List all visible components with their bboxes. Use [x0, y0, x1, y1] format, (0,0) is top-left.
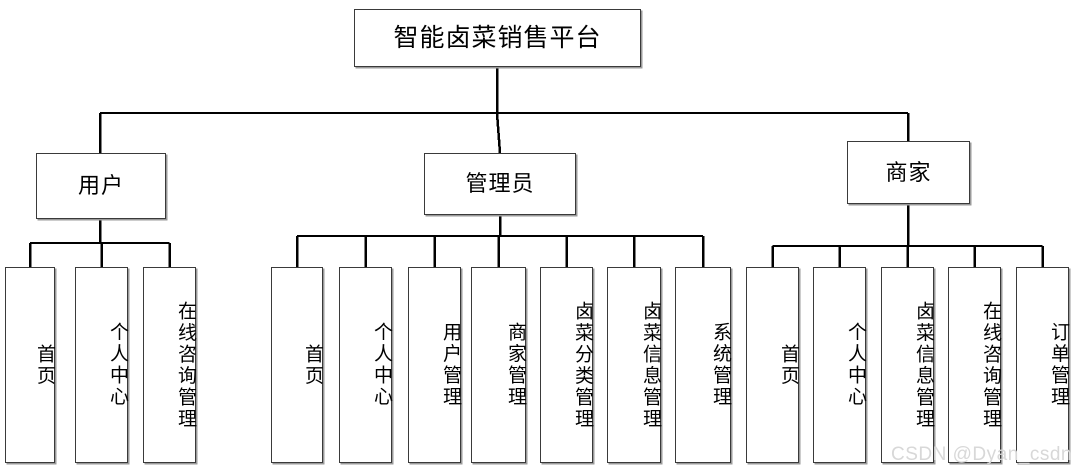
- leaf-node[interactable]: 首页: [271, 267, 323, 463]
- leaf-node[interactable]: 商家管理: [471, 267, 526, 463]
- leaf-node[interactable]: 个人中心: [813, 267, 866, 463]
- leaf-node-label: 首页: [302, 343, 323, 387]
- leaf-node[interactable]: 个人中心: [75, 267, 128, 463]
- leaf-node-label: 在线咨询管理: [980, 300, 1001, 430]
- watermark: CSDN @Dyan_csdn: [891, 444, 1072, 465]
- leaf-node[interactable]: 用户管理: [408, 267, 461, 463]
- leaf-node-label: 首页: [34, 343, 55, 387]
- leaf-node-label: 个人中心: [371, 322, 392, 408]
- leaf-node[interactable]: 系统管理: [675, 267, 731, 463]
- branch-node-merchant[interactable]: 商家: [847, 141, 970, 204]
- leaf-node-label: 个人中心: [107, 322, 128, 408]
- leaf-node[interactable]: 卤菜分类管理: [540, 267, 593, 463]
- branch-node-label: 管理员: [465, 171, 535, 197]
- leaf-node[interactable]: 在线咨询管理: [948, 267, 1001, 463]
- leaf-node-label: 首页: [778, 343, 799, 387]
- leaf-node[interactable]: 卤菜信息管理: [881, 267, 934, 463]
- leaf-node[interactable]: 个人中心: [339, 267, 392, 463]
- leaf-node[interactable]: 卤菜信息管理: [607, 267, 661, 463]
- leaf-node-label: 个人中心: [845, 322, 866, 408]
- branch-node-admin[interactable]: 管理员: [424, 153, 576, 215]
- leaf-node[interactable]: 首页: [746, 267, 799, 463]
- leaf-node-label: 在线咨询管理: [175, 300, 196, 430]
- branch-node-label: 商家: [885, 159, 932, 185]
- leaf-node-label: 卤菜信息管理: [640, 300, 661, 430]
- leaf-node-label: 用户管理: [440, 322, 461, 408]
- leaf-node-label: 卤菜信息管理: [913, 300, 934, 430]
- leaf-node-label: 系统管理: [710, 322, 731, 408]
- root-node[interactable]: 智能卤菜销售平台: [354, 9, 641, 67]
- leaf-node[interactable]: 在线咨询管理: [143, 267, 196, 463]
- branch-node-user[interactable]: 用户: [36, 153, 166, 219]
- leaf-node-label: 卤菜分类管理: [572, 300, 593, 430]
- leaf-node-label: 商家管理: [505, 322, 526, 408]
- branch-node-label: 用户: [77, 173, 124, 199]
- root-node-label: 智能卤菜销售平台: [393, 24, 602, 52]
- leaf-node-label: 订单管理: [1048, 322, 1069, 408]
- leaf-node[interactable]: 订单管理: [1016, 267, 1069, 463]
- leaf-node[interactable]: 首页: [5, 267, 55, 463]
